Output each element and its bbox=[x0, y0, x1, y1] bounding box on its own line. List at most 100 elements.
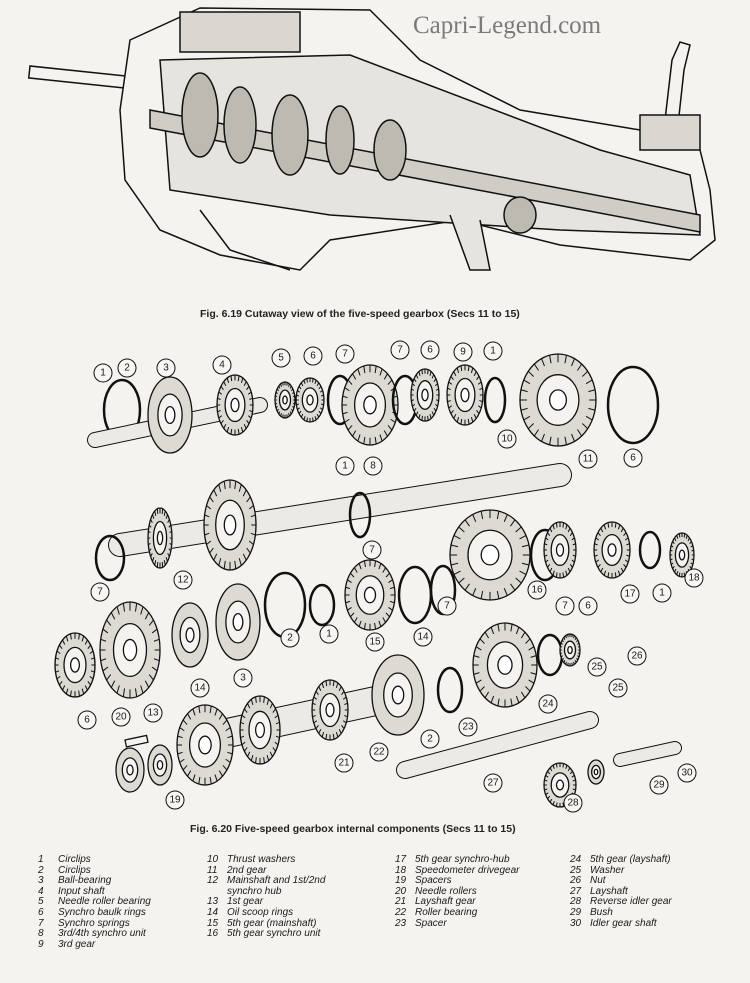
gear-tooth bbox=[182, 719, 188, 725]
gear-tooth bbox=[510, 583, 516, 591]
needle-rollers bbox=[124, 734, 149, 748]
gear-tooth bbox=[169, 543, 172, 546]
gear-tooth bbox=[213, 553, 218, 561]
gear-tooth bbox=[248, 540, 254, 545]
gear-tooth bbox=[484, 631, 490, 639]
gear-tooth bbox=[206, 505, 212, 510]
gear-tooth bbox=[600, 567, 604, 573]
gear-tooth bbox=[447, 387, 451, 390]
gear-tooth bbox=[238, 484, 242, 492]
legend-label: Layshaft gear bbox=[415, 896, 476, 908]
gear-tooth bbox=[421, 369, 423, 375]
gear-tooth bbox=[576, 657, 579, 661]
gear-tooth bbox=[218, 713, 223, 720]
gear-tooth bbox=[515, 526, 522, 533]
gear-tooth bbox=[167, 553, 170, 557]
callout-27: 27 bbox=[483, 773, 503, 793]
gear-tooth bbox=[198, 776, 201, 785]
gear-tooth bbox=[549, 355, 552, 364]
gear-tooth bbox=[453, 371, 457, 376]
gear-tooth bbox=[626, 543, 630, 546]
gear-tooth bbox=[206, 540, 212, 545]
gear-tooth bbox=[562, 763, 565, 768]
gear-tooth bbox=[152, 557, 155, 562]
gear-tooth bbox=[58, 681, 63, 686]
legend-number: 8 bbox=[38, 928, 44, 940]
gear-tooth bbox=[448, 381, 453, 385]
gear-tooth bbox=[321, 403, 324, 406]
bush-bore bbox=[593, 768, 599, 776]
gear-tooth bbox=[431, 411, 435, 416]
gear-tooth bbox=[624, 559, 629, 563]
gear-tooth bbox=[519, 570, 527, 575]
gear-tooth bbox=[312, 702, 316, 705]
gear-tooth bbox=[374, 622, 377, 630]
gear-tooth bbox=[300, 413, 304, 418]
gear-tooth bbox=[344, 387, 350, 392]
gear-tooth bbox=[588, 389, 596, 393]
gear-tooth bbox=[571, 358, 575, 367]
gear-tooth bbox=[594, 554, 598, 557]
gear-tooth bbox=[81, 636, 85, 642]
gear-tooth bbox=[246, 547, 251, 554]
gear-tooth bbox=[341, 725, 345, 730]
gear-tooth bbox=[247, 415, 252, 419]
layshaft bbox=[397, 712, 598, 778]
gear-tooth bbox=[296, 394, 299, 397]
legend-number: 21 bbox=[395, 896, 407, 908]
gear-tooth bbox=[378, 620, 382, 627]
gear-tooth bbox=[560, 655, 563, 658]
gear-tooth bbox=[167, 519, 170, 523]
gear-tooth bbox=[292, 391, 295, 394]
gear-tooth bbox=[555, 763, 558, 768]
gear-tooth bbox=[565, 661, 567, 665]
legend-item: 21 Layshaft gear bbox=[395, 897, 520, 908]
gear-tooth bbox=[242, 553, 247, 561]
gear-tooth bbox=[472, 588, 477, 596]
gear-tooth bbox=[560, 652, 563, 655]
gear-tooth bbox=[545, 537, 549, 541]
legend-label: Speedometer drivegear bbox=[415, 864, 520, 876]
gear-tooth bbox=[555, 572, 558, 578]
gear-tooth bbox=[571, 775, 575, 778]
gear-tooth bbox=[249, 410, 253, 413]
gear-tooth bbox=[690, 562, 694, 565]
callout-20: 20 bbox=[111, 707, 131, 727]
callout-14: 14 bbox=[190, 678, 210, 698]
gear-tooth bbox=[321, 682, 325, 688]
gear-tooth bbox=[250, 754, 254, 761]
gear-tooth bbox=[347, 425, 353, 431]
gear-tooth bbox=[525, 686, 531, 692]
gear-tooth bbox=[480, 590, 484, 599]
legend-label: Circlips bbox=[58, 854, 91, 865]
legend-number: 23 bbox=[395, 917, 407, 929]
callout-7: 7 bbox=[437, 596, 457, 616]
gear-tooth bbox=[571, 537, 575, 541]
gear-tooth bbox=[547, 770, 551, 775]
gear-tooth bbox=[102, 628, 109, 634]
gear-tooth bbox=[335, 732, 339, 738]
legend-number: 4 bbox=[38, 885, 44, 897]
gear-tooth bbox=[467, 418, 470, 425]
gear-tooth bbox=[527, 370, 534, 377]
gear-tooth bbox=[263, 696, 265, 703]
gear-tooth bbox=[153, 638, 160, 642]
gear-tooth bbox=[388, 607, 393, 611]
gear-tooth bbox=[476, 375, 480, 380]
gear-tooth bbox=[316, 382, 320, 387]
gear-tooth bbox=[297, 407, 300, 410]
gear-tooth bbox=[291, 408, 294, 412]
gear-tooth bbox=[363, 436, 366, 445]
gear-tooth bbox=[209, 776, 212, 785]
gear-tooth bbox=[374, 436, 377, 445]
gear-tooth bbox=[387, 379, 393, 385]
legend-number: 27 bbox=[570, 885, 582, 897]
figure-6-20-caption: Fig. 6.20 Five-speed gearbox internal co… bbox=[190, 823, 516, 835]
gear-tooth bbox=[237, 375, 240, 382]
circlip bbox=[483, 376, 507, 424]
